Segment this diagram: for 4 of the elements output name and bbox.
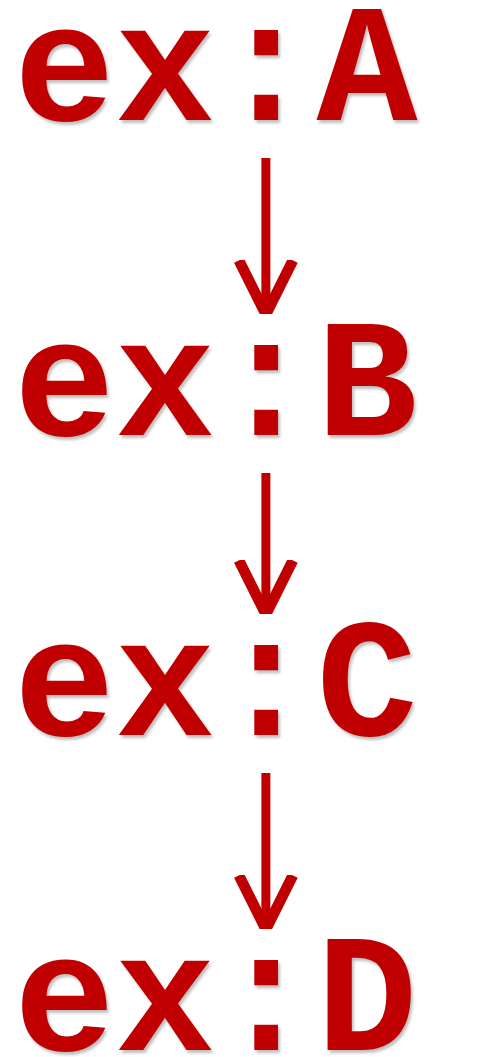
node-label: ex:A — [14, 0, 418, 150]
node-label: ex:C — [14, 615, 418, 765]
node-label: ex:D — [14, 930, 418, 1057]
node-label: ex:B — [14, 315, 418, 465]
